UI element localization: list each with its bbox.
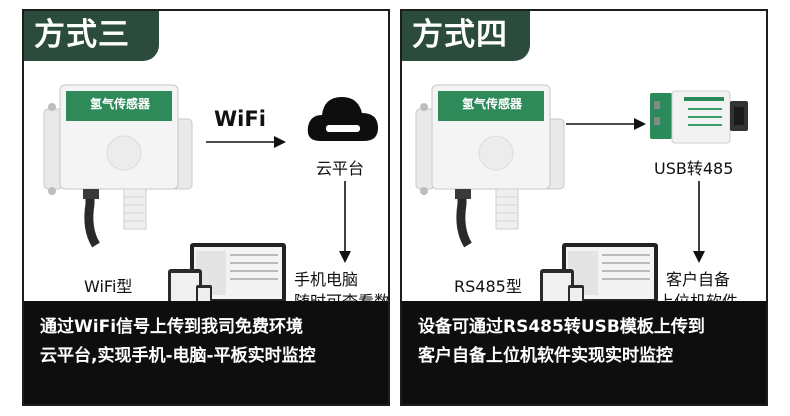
- footer-line-2: 云平台,实现手机-电脑-平板实时监控: [40, 346, 316, 366]
- usb-485-converter-device: [650, 90, 748, 144]
- method-three-panel: 方式三 氢气传感器 WiFi 云平台 WiFi型: [22, 9, 390, 406]
- footer-line-2: 客户自备上位机软件实现实时监控: [418, 346, 673, 366]
- customer-provided-label: 客户自备: [666, 270, 731, 289]
- wifi-label: WiFi: [214, 107, 266, 131]
- rs485-type-label: RS485型: [454, 277, 522, 296]
- pc-mobile-label: 手机电脑: [294, 270, 359, 289]
- hydrogen-sensor-device: [415, 84, 565, 248]
- method-four-panel: 方式四 氢气传感器 USB转485 RS48: [400, 9, 768, 406]
- method-three-footer: 通过WiFi信号上传到我司免费环境 云平台,实现手机-电脑-平板实时监控: [24, 301, 388, 404]
- method-three-tab: 方式三: [24, 11, 159, 61]
- arrow-down-icon: [339, 181, 351, 263]
- arrow-down-icon: [693, 181, 705, 263]
- device-name-label: 氢气传感器: [90, 97, 151, 111]
- footer-line-1: 设备可通过RS485转USB模板上传到: [418, 317, 705, 337]
- arrow-right-icon: [206, 136, 286, 148]
- cloud-platform-label: 云平台: [316, 159, 365, 178]
- cloud-icon: [307, 97, 378, 141]
- arrow-right-icon: [566, 118, 646, 130]
- method-four-tab: 方式四: [402, 11, 530, 61]
- method-four-footer: 设备可通过RS485转USB模板上传到 客户自备上位机软件实现实时监控: [402, 301, 766, 404]
- hydrogen-sensor-device: [43, 84, 193, 248]
- wifi-type-label: WiFi型: [84, 277, 133, 296]
- device-name-label: 氢气传感器: [462, 97, 523, 111]
- footer-line-1: 通过WiFi信号上传到我司免费环境: [40, 317, 304, 337]
- usb-485-label: USB转485: [654, 159, 734, 178]
